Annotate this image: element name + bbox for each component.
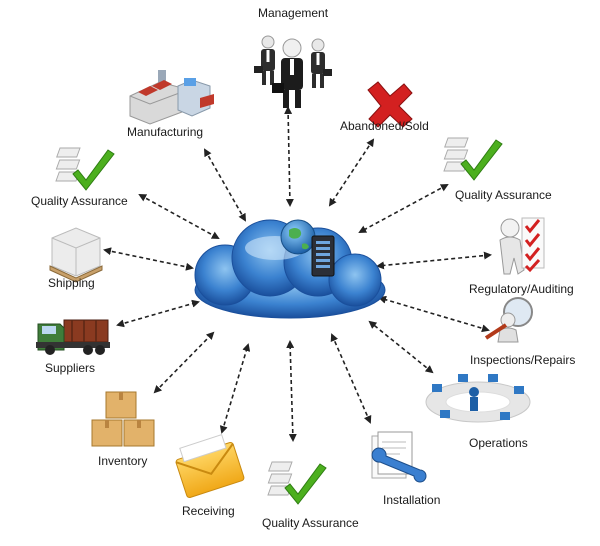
- label-abandoned-sold: Abandoned/Sold: [340, 119, 429, 133]
- arrow-inspections: [380, 298, 488, 330]
- checklist-icon: [444, 138, 502, 180]
- factory-icon: [130, 70, 214, 124]
- truck-icon: [36, 320, 110, 355]
- cloud-server-globe-icon: [195, 220, 385, 318]
- arrow-management: [288, 108, 290, 205]
- label-regulatory-auditing: Regulatory/Auditing: [469, 282, 574, 296]
- label-installation: Installation: [383, 493, 440, 507]
- arrow-shipping: [105, 250, 192, 268]
- arrow-regulatory: [378, 255, 490, 266]
- arrow-suppliers: [118, 302, 198, 325]
- arrow-operations: [370, 322, 432, 372]
- label-inspections-repairs: Inspections/Repairs: [470, 353, 575, 367]
- label-quality-assurance-bottom: Quality Assurance: [262, 516, 359, 530]
- arrow-qa-left: [140, 195, 218, 238]
- arrow-abandoned: [330, 140, 373, 205]
- checklist-icon: [268, 462, 326, 504]
- pallet-icon: [50, 228, 102, 282]
- label-manufacturing: Manufacturing: [127, 125, 203, 139]
- label-inventory: Inventory: [98, 454, 147, 468]
- boxes-icon: [92, 392, 154, 446]
- label-shipping: Shipping: [48, 276, 95, 290]
- label-receiving: Receiving: [182, 504, 235, 518]
- magnifier-person-icon: [486, 298, 532, 342]
- arrow-manufacturing: [205, 150, 245, 220]
- arrow-installation: [332, 335, 370, 422]
- auditor-checklist-icon: [500, 218, 544, 274]
- arrow-receiving: [222, 345, 248, 432]
- label-operations: Operations: [469, 436, 528, 450]
- network-ring-icon: [426, 374, 530, 422]
- arrow-inventory: [155, 333, 213, 392]
- arrow-qa-bottom: [290, 342, 293, 440]
- label-quality-assurance-right: Quality Assurance: [455, 188, 552, 202]
- checklist-icon: [56, 148, 114, 190]
- business-people-icon: [254, 36, 332, 108]
- envelope-icon: [172, 432, 245, 498]
- label-suppliers: Suppliers: [45, 361, 95, 375]
- label-management: Management: [258, 6, 328, 20]
- arrow-qa-right: [360, 185, 447, 232]
- wrench-document-icon: [372, 432, 426, 482]
- label-quality-assurance-left: Quality Assurance: [31, 194, 128, 208]
